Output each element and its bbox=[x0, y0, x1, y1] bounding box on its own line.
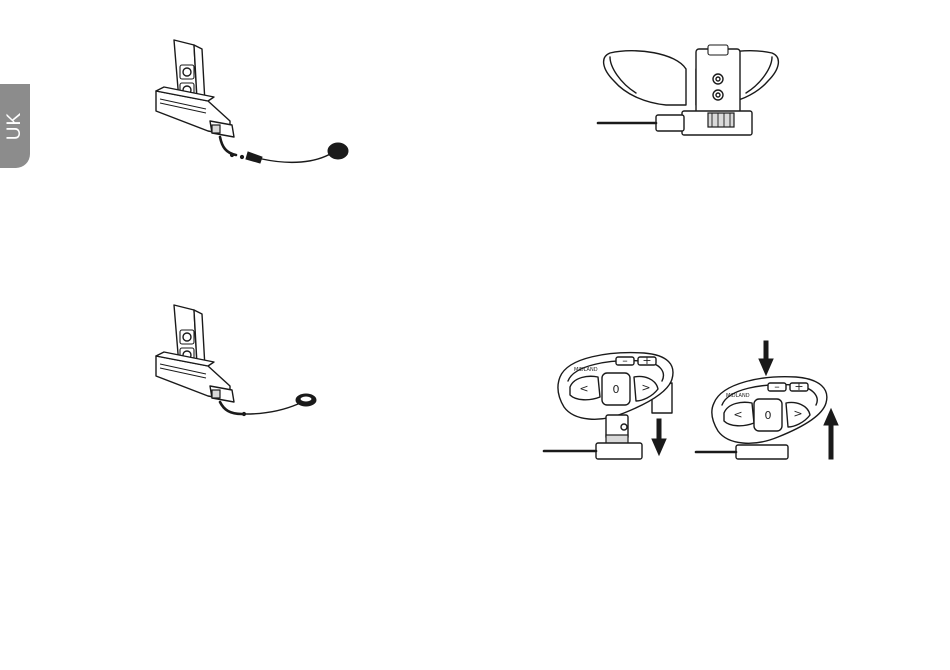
minus-button-label-2: – bbox=[774, 380, 780, 393]
intercom-attach-detach-illustration: – + MIDLAND < 0 > – + MIDLAND < 0 > bbox=[540, 335, 850, 470]
right-button-label-2: > bbox=[793, 407, 802, 420]
down-arrow-icon bbox=[652, 419, 666, 455]
language-tab: UK bbox=[0, 84, 30, 168]
down-arrow-icon bbox=[759, 341, 773, 375]
center-button-label: 0 bbox=[613, 383, 620, 396]
plus-button-label-2: + bbox=[794, 380, 803, 393]
right-button-label: > bbox=[641, 381, 650, 394]
boom-microphone-mount-illustration bbox=[150, 35, 360, 175]
wired-microphone-mount-illustration bbox=[150, 300, 340, 430]
minus-button-label: – bbox=[622, 354, 628, 367]
helmet-clamp-mount-illustration bbox=[596, 43, 786, 143]
left-button-label-2: < bbox=[733, 408, 742, 421]
language-tab-label: UK bbox=[4, 112, 26, 140]
left-button-label: < bbox=[579, 382, 588, 395]
up-arrow-icon bbox=[824, 409, 838, 459]
center-button-label-2: 0 bbox=[765, 409, 772, 422]
svg-text:MIDLAND: MIDLAND bbox=[726, 393, 750, 399]
plus-button-label: + bbox=[642, 354, 651, 367]
svg-text:MIDLAND: MIDLAND bbox=[574, 367, 598, 373]
